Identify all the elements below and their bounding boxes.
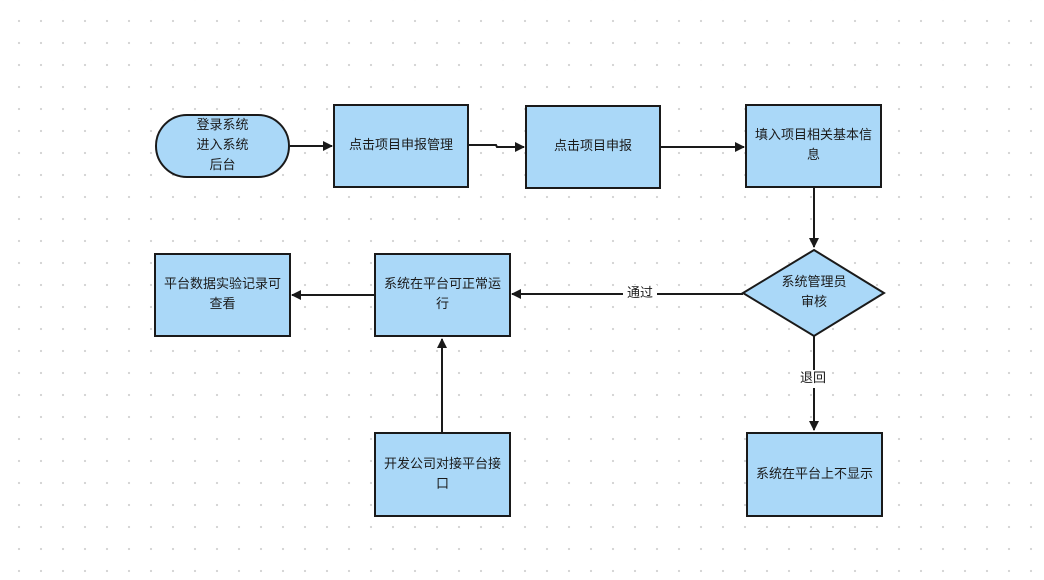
project-manage-label: 点击项目申报管理 [348,138,453,153]
fill-info-label: 填入项目相关基本信 息 [754,128,872,163]
dev-interface-label: 开发公司对接平台接 口 [383,456,501,492]
project-apply-label: 点击项目申报 [553,139,632,154]
data-view-node[interactable]: 平台数据实验记录可 查看 [154,253,291,337]
platform-run-label: 系统在平台可正常运 行 [383,277,501,312]
edge-project-manage-to-project-apply [469,142,525,152]
pass-edge-label: 通过 [623,285,658,303]
not-shown-node[interactable]: 系统在平台上不显示 [746,432,883,517]
not-shown-label: 系统在平台上不显示 [755,466,873,482]
fill-info-node[interactable]: 填入项目相关基本信 息 [745,104,882,188]
start-node-label: 登录系统 进入系统 后台 [196,118,249,173]
dev-interface-node[interactable]: 开发公司对接平台接 口 [374,432,511,517]
data-view-label: 平台数据实验记录可 查看 [163,277,281,312]
admin-review-label: 系统管理员 审核 [781,275,847,310]
platform-run-node[interactable]: 系统在平台可正常运 行 [374,253,511,337]
project-apply-node[interactable]: 点击项目申报 [525,105,661,189]
start-node[interactable]: 登录系统 进入系统 后台 [155,114,290,178]
reject-edge-label: 退回 [796,370,831,388]
project-manage-node[interactable]: 点击项目申报管理 [333,104,469,188]
